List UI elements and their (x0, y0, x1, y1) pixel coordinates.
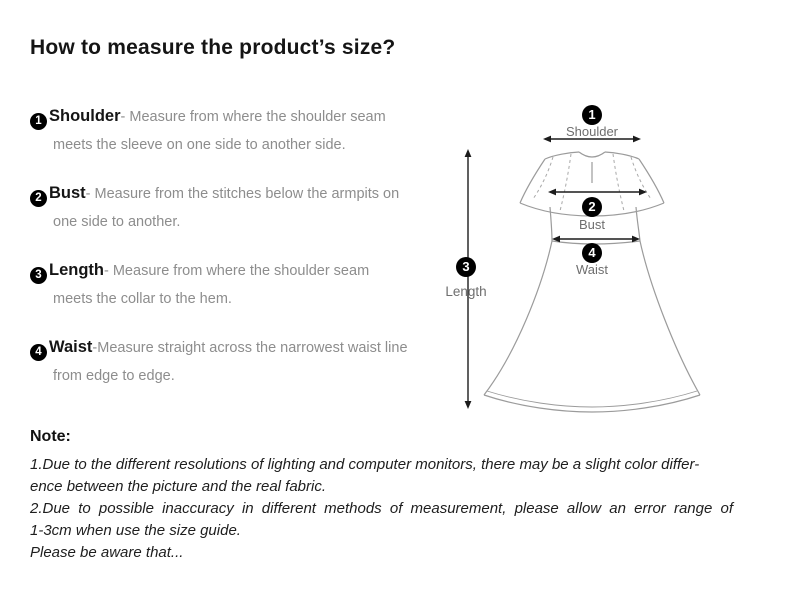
description-shoulder: - Measure from where the shoulder seam m… (53, 109, 386, 153)
diagram-bust-label: Bust (578, 217, 605, 232)
number-badge-1: 1 (30, 113, 47, 130)
dress-fold-lines (532, 153, 652, 212)
diagram-length-label: Length (445, 284, 487, 299)
note-section: Note: 1.Due to the different resolutions… (30, 428, 778, 564)
diagram-bust-number-badge: 2 (582, 197, 602, 217)
term-shoulder: Shoulder (49, 107, 121, 125)
number-badge-4: 4 (30, 344, 47, 361)
term-bust: Bust (49, 184, 86, 202)
measure-arrows (464, 135, 647, 409)
note-heading: Note: (30, 428, 71, 445)
description-waist: -Measure straight across the narrowest w… (53, 340, 408, 384)
note-line: 2.Due to possible inaccuracy in differen… (30, 500, 734, 517)
description-bust: - Measure from the stitches below the ar… (53, 186, 400, 230)
page-title: How to measure the product’s size? (30, 36, 396, 59)
note-line: ence between the picture and the real fa… (30, 478, 327, 495)
term-waist: Waist (49, 338, 93, 356)
term-length: Length (49, 261, 104, 279)
shoulder-arrow (543, 135, 641, 143)
bust-arrow (548, 188, 647, 196)
diagram-shoulder-label: Shoulder (565, 124, 619, 139)
waist-arrow (552, 235, 640, 243)
number-badge-2: 2 (30, 190, 47, 207)
number-badge-3: 3 (30, 267, 47, 284)
diagram-waist-label: Waist (575, 262, 609, 277)
description-length: - Measure from where the shoulder seam m… (53, 263, 370, 307)
dress-outline (483, 151, 701, 413)
dress-measurement-diagram: 1 Shoulder 2 Bust 4 Waist 3 Length (440, 95, 730, 425)
note-line: Please be aware that... (30, 544, 184, 561)
diagram-shoulder-number-badge: 1 (582, 105, 602, 125)
note-line: 1-3cm when use the size guide. (30, 522, 241, 539)
diagram-waist-number-badge: 4 (582, 243, 602, 263)
dress-illustration (464, 135, 701, 413)
note-line: 1.Due to the different resolutions of li… (30, 456, 700, 473)
diagram-length-number-badge: 3 (456, 257, 476, 277)
length-arrow (464, 149, 472, 409)
